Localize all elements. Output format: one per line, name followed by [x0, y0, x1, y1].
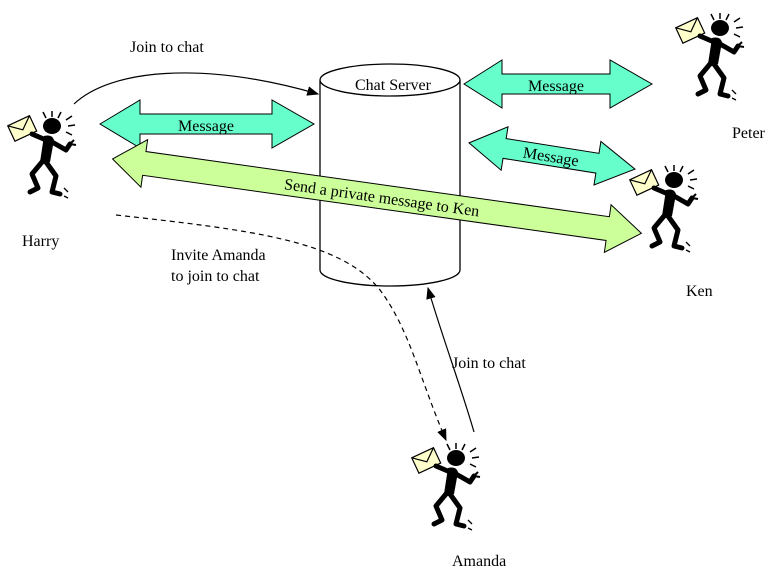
harry-label: Harry [22, 233, 59, 250]
amanda-figure [412, 443, 480, 530]
invite-label-line1: Invite Amanda [171, 247, 266, 264]
peter-figure [676, 13, 744, 100]
server-label: Chat Server [355, 77, 432, 94]
message-label-harry: Message [178, 118, 234, 135]
harry-join-arrow [73, 72, 320, 105]
message-label-peter: Message [528, 78, 584, 95]
harry-figure [8, 111, 76, 198]
message-arrow-server-ken: Message [468, 125, 636, 186]
peter-label: Peter [732, 125, 766, 142]
ken-figure [630, 165, 698, 252]
message-arrow-server-peter: Message [463, 59, 654, 109]
invite-label-line2: to join to chat [171, 268, 260, 285]
amanda-label: Amanda [452, 553, 506, 569]
invite-arrow [115, 214, 447, 442]
chat-server: Chat Server [319, 63, 461, 287]
harry-join-label: Join to chat [130, 39, 204, 56]
amanda-join-arrow [426, 286, 475, 433]
message-arrow-harry-server: Message [99, 99, 316, 149]
amanda-join-label: Join to chat [452, 355, 526, 372]
ken-label: Ken [686, 283, 713, 300]
